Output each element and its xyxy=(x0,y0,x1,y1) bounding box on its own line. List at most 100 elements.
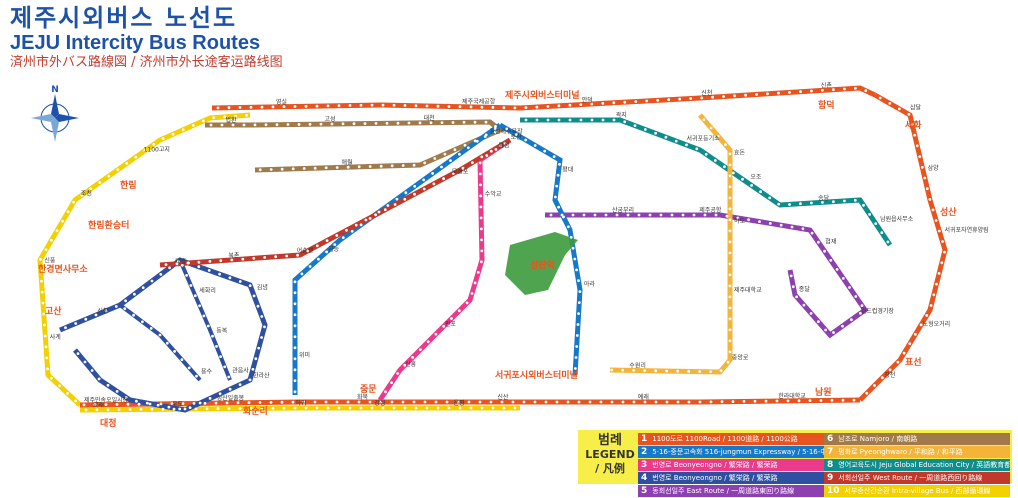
station-dot xyxy=(167,405,171,409)
station-dot xyxy=(511,400,515,404)
station-dot xyxy=(308,122,312,126)
station-dot xyxy=(254,357,258,361)
station-dot xyxy=(137,402,141,406)
station-dot xyxy=(862,203,865,207)
station-dot xyxy=(335,400,339,404)
station-dot xyxy=(473,281,477,285)
station-dot xyxy=(859,311,862,315)
station-dot xyxy=(632,400,636,404)
station-dot xyxy=(692,213,696,217)
map-header: 제주시외버스 노선도 JEJU Intercity Bus Routes 済州市… xyxy=(10,4,283,72)
station-dot xyxy=(252,256,256,260)
station-label: 영실 xyxy=(276,98,287,106)
legend-item-label: 서회선일주 West Route / 一周道路西回り路線 xyxy=(838,474,983,482)
station-dot xyxy=(571,246,575,250)
station-dot xyxy=(350,229,354,233)
station-dot xyxy=(725,214,729,218)
station-dot xyxy=(801,227,805,231)
station-dot xyxy=(263,325,266,329)
station-dot xyxy=(612,101,616,105)
title-english: JEJU Intercity Bus Routes xyxy=(10,32,261,54)
station-label: 한라산 xyxy=(253,372,270,380)
station-dot xyxy=(897,107,901,111)
station-dot xyxy=(665,400,669,404)
station-dot xyxy=(386,204,390,207)
station-dot xyxy=(802,303,806,307)
station-label: 서귀포등기소 xyxy=(687,134,721,142)
station-dot xyxy=(728,174,732,178)
legend-item-label: 5·16-중문고속화 516-jungmun Expressway / 5·16… xyxy=(652,448,824,456)
station-label: 성산일출봉 xyxy=(217,394,245,402)
hub-label-pyoseon: 표선 xyxy=(905,356,922,368)
station-dot xyxy=(293,105,297,108)
station-dot xyxy=(442,177,445,181)
station-dot xyxy=(728,284,732,288)
station-dot xyxy=(854,295,858,298)
station-dot xyxy=(670,213,674,217)
station-dot xyxy=(479,216,483,220)
station-dot xyxy=(577,301,581,304)
station-dot xyxy=(368,400,372,404)
station-dot xyxy=(260,336,263,339)
station-dot xyxy=(522,400,526,404)
station-dot xyxy=(93,403,97,407)
station-dot xyxy=(139,408,143,411)
station-dot xyxy=(544,400,548,404)
hub-label-hamdeok: 함덕 xyxy=(818,99,835,111)
station-dot xyxy=(819,399,823,402)
station-dot xyxy=(747,218,750,222)
station-dot xyxy=(181,128,185,132)
station-dot xyxy=(44,345,48,349)
station-dot xyxy=(878,96,882,100)
station-dot xyxy=(354,223,358,227)
station-dot xyxy=(158,333,162,337)
route-map: N 제주민속오일시장제주국제공항노형오거리한라대학교하귀애월곽지협재수원리금능판… xyxy=(31,82,989,429)
station-dot xyxy=(447,105,451,108)
station-dot xyxy=(524,106,528,110)
station-dot xyxy=(621,400,625,404)
station-dot xyxy=(215,345,218,348)
station-dot xyxy=(330,122,334,126)
station-dot xyxy=(824,328,827,332)
station-dot xyxy=(297,123,301,126)
station-label: 신산 xyxy=(497,393,509,401)
station-dot xyxy=(370,406,374,410)
station-dot xyxy=(359,406,363,410)
station-dot xyxy=(159,273,163,276)
station-dot xyxy=(346,400,350,404)
station-dot xyxy=(817,320,820,324)
station-dot xyxy=(610,400,614,404)
station-label: 신흥 xyxy=(405,360,417,368)
station-dot xyxy=(461,166,465,170)
legend-title-cn: / 凡例 xyxy=(595,462,625,475)
station-dot xyxy=(183,407,187,411)
station-dot xyxy=(465,301,469,305)
station-label: 수원리 xyxy=(629,361,646,369)
station-label: 조천 xyxy=(81,190,92,198)
station-dot xyxy=(171,132,175,136)
station-dot xyxy=(280,400,284,404)
station-dot xyxy=(425,104,429,108)
station-label: 신풍 xyxy=(44,256,56,264)
station-dot xyxy=(850,318,853,322)
station-dot xyxy=(925,187,929,191)
station-dot xyxy=(687,400,691,404)
station-dot xyxy=(741,177,744,181)
station-dot xyxy=(915,144,919,148)
station-dot xyxy=(412,400,416,404)
station-dot xyxy=(480,238,483,242)
station-dot xyxy=(795,295,798,299)
station-dot xyxy=(42,312,46,316)
station-dot xyxy=(363,122,367,125)
station-dot xyxy=(558,162,561,166)
station-dot xyxy=(557,118,561,122)
station-dot xyxy=(422,187,426,191)
station-dot xyxy=(719,369,723,373)
station-dot xyxy=(829,258,833,262)
station-dot xyxy=(473,139,477,143)
